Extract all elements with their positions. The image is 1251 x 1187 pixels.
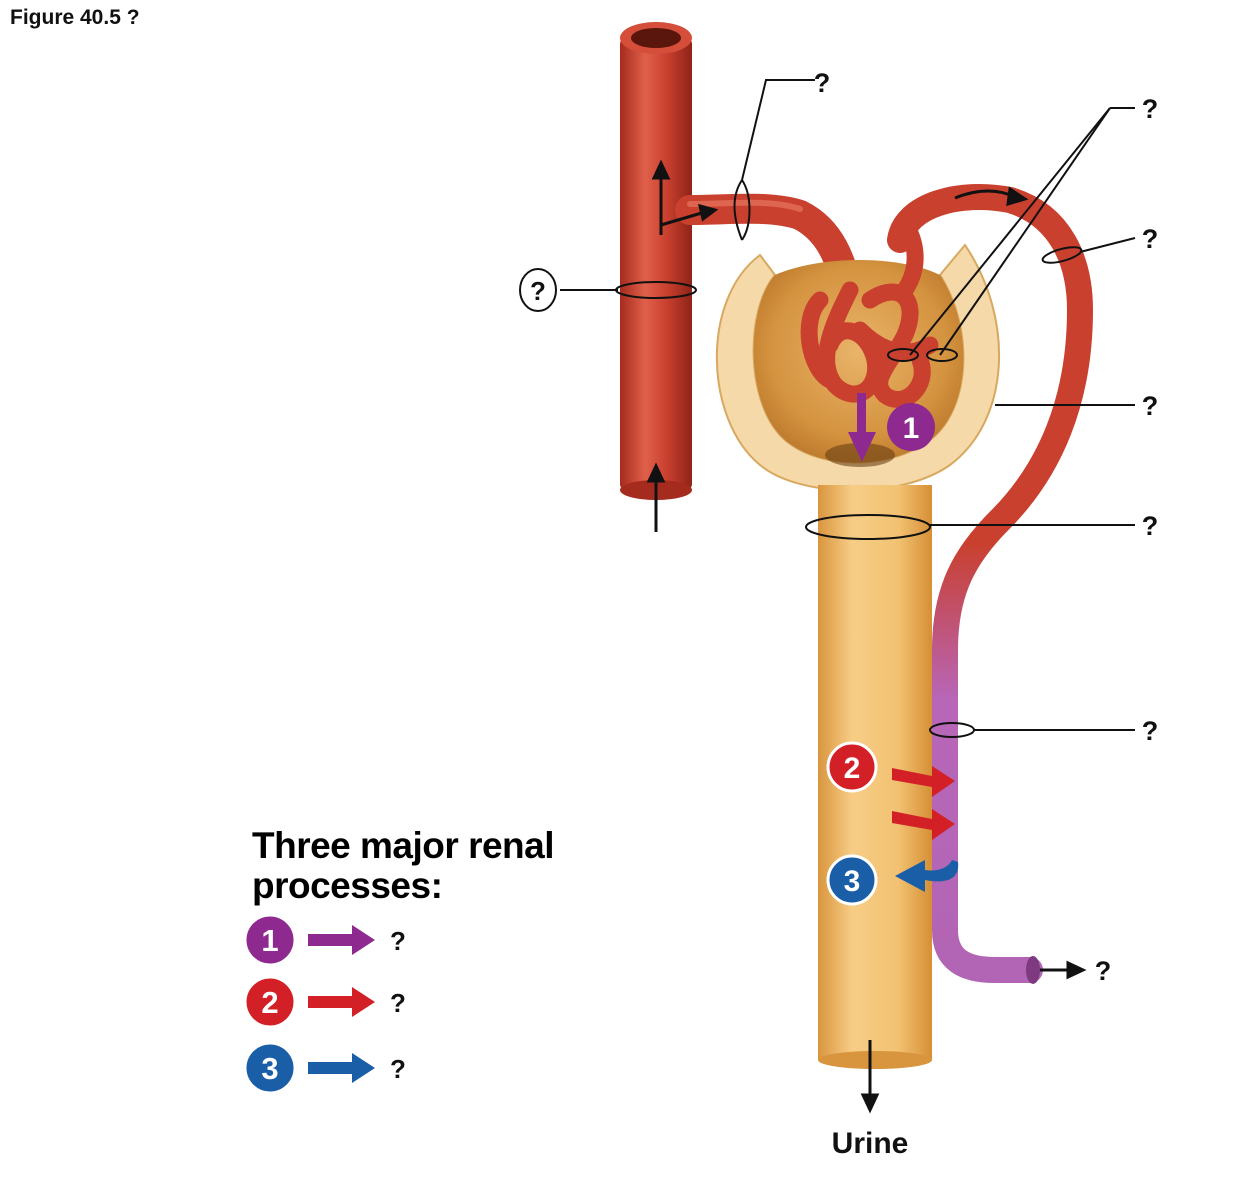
legend-1-num: 1 (261, 923, 278, 958)
efferent-vessel (887, 184, 1094, 983)
legend-item-1: 1 ? (243, 913, 406, 967)
process3-arrow (895, 860, 959, 892)
bowmans-capsule (715, 243, 1001, 492)
legend-3-text: ? (390, 1054, 406, 1084)
label-tubule: ? (1142, 511, 1159, 541)
badge-3-text: 3 (844, 865, 861, 898)
label-peritubular: ? (1142, 224, 1159, 254)
label-vein-out: ? (1095, 956, 1112, 986)
circled-question-text: ? (530, 276, 546, 306)
label-efferent: ? (814, 68, 831, 98)
main-vessel (620, 22, 692, 500)
badge-2-diagram: 2 (826, 741, 878, 793)
label-leaders (560, 79, 1136, 738)
legend-1-text: ? (390, 926, 406, 956)
badge-1-text: 1 (903, 412, 920, 445)
legend-3-arrow (308, 1053, 375, 1083)
label-purple-vessel: ? (1142, 716, 1159, 746)
flow-arrows (646, 159, 1087, 1114)
legend-item-3: 3 ? (243, 1041, 406, 1095)
label-urine: Urine (832, 1127, 909, 1160)
badge-3-diagram: 3 (826, 854, 878, 906)
legend-2-arrow (308, 987, 375, 1017)
badge-1-diagram: 1 (887, 403, 935, 451)
label-capsule: ? (1142, 391, 1159, 421)
label-capillary: ? (1142, 94, 1159, 124)
circled-question: ? (519, 268, 557, 312)
legend-item-2: 2 ? (243, 975, 406, 1029)
process1-arrow (848, 393, 876, 462)
legend-3-num: 3 (261, 1051, 278, 1086)
legend-title: Three major renal processes: (252, 825, 555, 906)
figure-caption: Figure 40.5 ? (10, 6, 140, 29)
legend-2-num: 2 (261, 985, 278, 1020)
legend-2-text: ? (390, 988, 406, 1018)
badge-2-text: 2 (844, 752, 861, 785)
legend-1-arrow (308, 925, 375, 955)
process2-arrows (892, 766, 955, 840)
